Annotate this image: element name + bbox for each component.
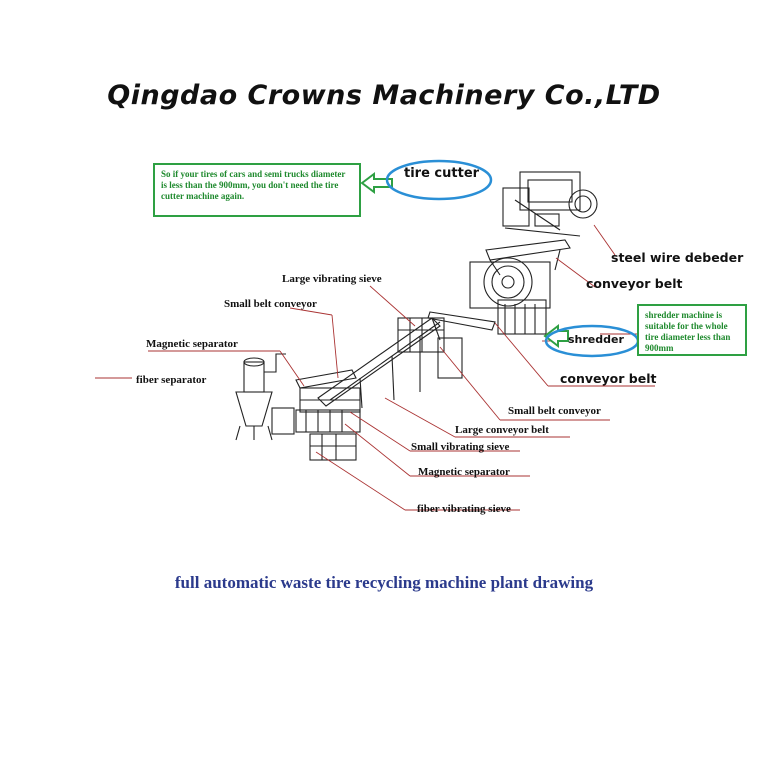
fiber-vibrating-sieve-drawing (309, 433, 357, 461)
small-belt-conveyor-drawing (295, 369, 361, 413)
tire-cutter-ellipse (385, 159, 493, 201)
conveyor-belt-mid-drawing (427, 311, 496, 341)
label-magnetic-separator-left: Magnetic separator (146, 338, 238, 350)
label-small-belt-conveyor-right: Small belt conveyor (508, 405, 601, 417)
label-small-vibrating-sieve: Small vibrating sieve (411, 441, 510, 453)
large-vibrating-sieve-drawing (397, 317, 463, 379)
fiber-separator-drawing (235, 353, 295, 441)
label-fiber-separator: fiber separator (136, 374, 207, 386)
label-conveyor-belt-top: conveyor belt (586, 276, 683, 291)
steel-wire-debeder-machine (502, 171, 598, 237)
label-tire-cutter: tire cutter (404, 166, 480, 181)
shredder-drawing (469, 257, 551, 335)
label-magnetic-separator-bottom: Magnetic separator (418, 466, 510, 478)
label-small-belt-conveyor-left: Small belt conveyor (224, 298, 317, 310)
label-fiber-vibrating-sieve: fiber vibrating sieve (417, 503, 511, 515)
label-steel-wire-debeder: steel wire debeder (611, 250, 744, 265)
tire-cutter-note: So if your tires of cars and semi trucks… (153, 163, 361, 217)
small-vibrating-sieve-drawing (295, 409, 361, 433)
company-title: Qingdao Crowns Machinery Co.,LTD (107, 80, 661, 111)
label-shredder: shredder (568, 333, 624, 346)
shredder-note: shredder machine is suitable for the who… (637, 304, 747, 356)
large-conveyor-belt-drawing (317, 317, 441, 409)
label-conveyor-belt-mid: conveyor belt (560, 371, 657, 386)
label-large-vibrating-sieve: Large vibrating sieve (282, 273, 382, 285)
diagram-caption: full automatic waste tire recycling mach… (174, 573, 594, 592)
label-large-conveyor-belt: Large conveyor belt (455, 424, 549, 436)
